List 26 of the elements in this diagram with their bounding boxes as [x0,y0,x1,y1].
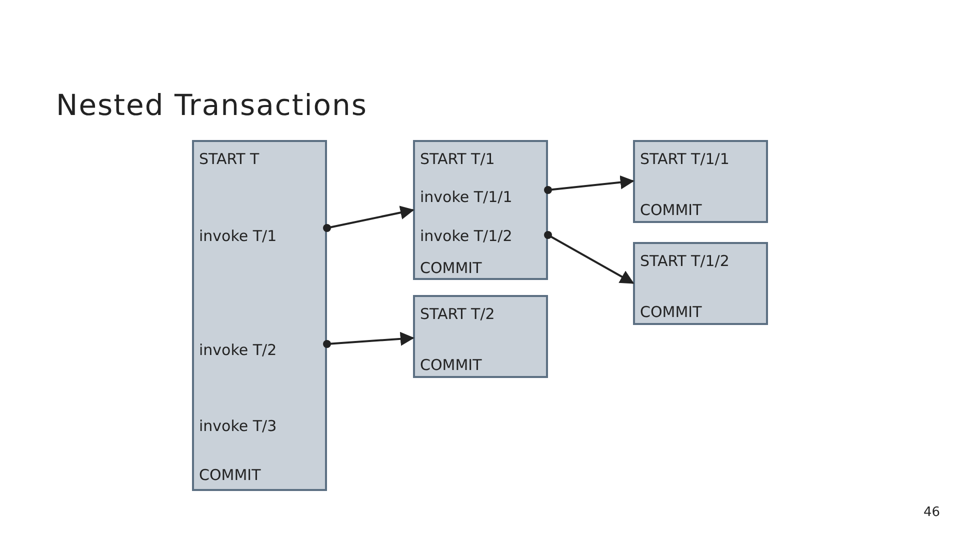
step-text: COMMIT [420,259,482,277]
step-text: START T/1/2 [640,252,730,270]
transaction-box [633,140,768,223]
step-text: COMMIT [199,466,261,484]
slide-title: Nested Transactions [56,88,368,122]
arrow [544,175,634,194]
step-text: START T/1 [420,150,495,168]
step-text: invoke T/1/1 [420,188,512,206]
step-text: invoke T/1 [199,227,277,245]
page-number: 46 [923,505,940,520]
step-text: invoke T/2 [199,341,277,359]
arrow [323,332,414,348]
arrow [544,231,634,284]
step-text: invoke T/3 [199,417,277,435]
step-text: START T [199,150,260,168]
step-text: START T/2 [420,305,495,323]
step-text: invoke T/1/2 [420,227,512,245]
step-text: COMMIT [640,201,702,219]
arrow [323,206,414,232]
transaction-box [413,295,548,378]
transaction-box [192,140,327,491]
transaction-box [413,140,548,280]
step-text: START T/1/1 [640,150,730,168]
step-text: COMMIT [640,303,702,321]
transaction-box [633,242,768,325]
step-text: COMMIT [420,356,482,374]
